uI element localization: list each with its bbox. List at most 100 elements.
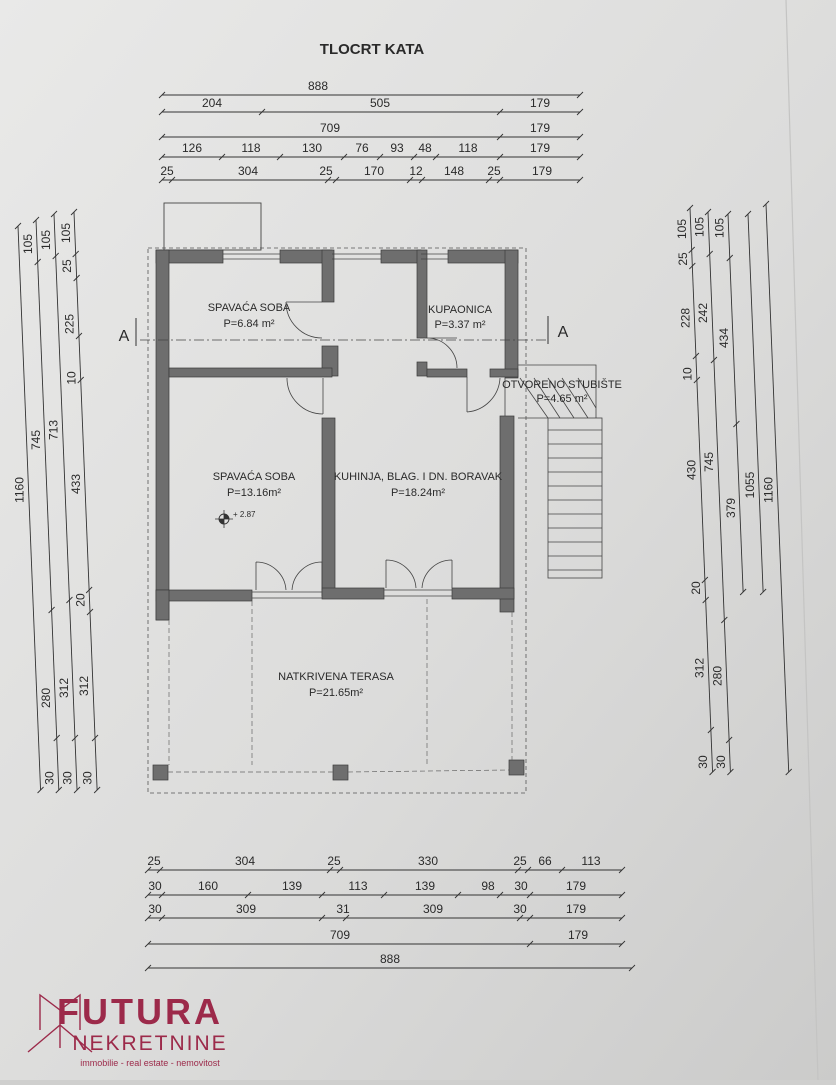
- dim-top-4-label-2: 25: [319, 164, 333, 178]
- dim-bottom-2-tick-1: [158, 914, 166, 922]
- dim-left-0-tick-1: [37, 786, 44, 794]
- dim-right-2-tick-2: [733, 420, 740, 428]
- dim-top-4-label-1: 304: [238, 164, 258, 178]
- dim-left-3-line: [73, 211, 98, 791]
- dim-top-2-tick-2: [576, 133, 584, 141]
- dim-right-0-label-2: 228: [678, 308, 692, 328]
- dim-bottom-1-tick-4: [380, 891, 388, 899]
- dim-top-4-label-4: 12: [409, 164, 423, 178]
- room-name-stairs: OTVORENO STUBIŠTE: [502, 378, 622, 391]
- dim-top-4-tick-0: [158, 176, 166, 184]
- dim-right-0-label-0: 105: [675, 219, 689, 239]
- dim-right-0-label-3: 10: [681, 367, 695, 381]
- dim-right-4-tick-1: [785, 768, 793, 776]
- dim-right-4-tick-0: [762, 200, 770, 208]
- dim-top-1-tick-0: [158, 108, 166, 116]
- dim-bottom-0-tick-2: [326, 866, 334, 874]
- dim-right-2-tick-0: [724, 210, 732, 218]
- dim-right-3-tick-1: [759, 588, 767, 596]
- dim-top-3-tick-6: [432, 153, 440, 161]
- plan-title: TLOCRT KATA: [320, 41, 425, 58]
- dim-right-0-line: [689, 207, 714, 773]
- dim-top-3-label-2: 130: [302, 141, 322, 155]
- dim-top-0-label-0: 888: [308, 79, 328, 93]
- dim-bottom-1-tick-6: [496, 891, 504, 899]
- dim-right-1-label-1: 242: [696, 303, 710, 323]
- room-area-stairs: P=4.65 m²: [536, 393, 587, 405]
- dim-left-2-label-0: 105: [39, 230, 53, 250]
- dim-bottom-2-tick-5: [526, 914, 534, 922]
- stairs: [518, 364, 603, 579]
- room-area-kitchen: P=18.24m²: [391, 487, 445, 499]
- dim-top-1-tick-2: [496, 108, 504, 116]
- dim-right-2-label-1: 434: [717, 328, 731, 348]
- dim-left-1-line: [35, 219, 60, 791]
- outline-dashed: [147, 247, 527, 794]
- dim-bottom-3-label-0: 709: [330, 928, 350, 942]
- dim-right-1-tick-5: [727, 768, 734, 776]
- logo-house-icon: [27, 993, 93, 1053]
- dim-top-3-tick-8: [576, 153, 584, 161]
- dim-bottom-0-label-4: 25: [513, 854, 527, 868]
- dim-top-3-label-3: 76: [355, 141, 369, 155]
- dim-right-1-tick-1: [706, 250, 713, 258]
- dim-right-0-label-5: 20: [689, 581, 703, 595]
- dim-top-4-tick-4: [406, 176, 414, 184]
- dim-left-2-tick-1: [52, 252, 59, 260]
- dim-bottom-0-tick-3: [336, 866, 344, 874]
- dim-bottom-2-label-2: 31: [336, 902, 350, 916]
- dim-bottom-0-label-1: 304: [235, 854, 255, 868]
- dim-bottom-2-label-1: 309: [236, 902, 256, 916]
- dim-left-2-tick-4: [73, 786, 81, 794]
- dim-top-3-label-1: 118: [241, 141, 260, 155]
- dim-right-2-line: [727, 213, 744, 593]
- dim-top-4-label-6: 25: [487, 164, 501, 178]
- dim-bottom-1-label-6: 30: [514, 879, 528, 893]
- dim-top-3-label-4: 93: [390, 141, 404, 155]
- windows: [223, 253, 506, 599]
- section-label-left: A: [119, 328, 130, 345]
- dim-top-1-tick-1: [258, 108, 266, 116]
- dim-left-3-label-2: 225: [62, 314, 76, 334]
- dim-bottom-3-label-1: 179: [568, 928, 588, 942]
- dim-bottom-1-label-5: 98: [481, 879, 495, 893]
- dim-right-1-tick-0: [704, 208, 712, 216]
- dim-right-0-tick-0: [686, 204, 694, 212]
- brand-logo: FUTURA NEKRETNINE immobilie - real estat…: [27, 991, 227, 1068]
- dim-left-3-label-0: 105: [59, 223, 73, 243]
- dim-bottom-0-tick-1: [156, 866, 164, 874]
- dim-top-1-label-2: 179: [530, 96, 550, 110]
- dim-top-2-tick-0: [158, 133, 166, 141]
- dim-right-1-label-3: 280: [711, 666, 725, 686]
- dim-left-3-label-5: 20: [74, 593, 88, 607]
- dim-bottom-2-tick-0: [144, 914, 152, 922]
- dim-top-3-tick-4: [376, 153, 384, 161]
- dim-top-4-tick-6: [485, 176, 493, 184]
- dim-bottom-2-tick-3: [342, 914, 350, 922]
- dim-bottom-0-label-5: 66: [538, 854, 552, 868]
- dim-bottom-0-tick-5: [524, 866, 532, 874]
- dim-top-4-tick-5: [418, 176, 426, 184]
- dim-top-1-label-0: 204: [202, 96, 222, 110]
- terrace-lines: [168, 599, 513, 773]
- dim-right-1-label-2: 745: [702, 452, 716, 472]
- dim-right-2-tick-1: [726, 254, 734, 262]
- dim-top-1-label-1: 505: [370, 96, 390, 110]
- dim-left-3-tick-2: [73, 274, 80, 282]
- dim-bottom-0-label-3: 330: [418, 854, 438, 868]
- logo-subtitle: NEKRETNINE: [72, 1032, 227, 1055]
- dim-bottom-2-label-5: 179: [566, 902, 586, 916]
- section-label-right: A: [558, 324, 569, 341]
- dim-left-1-tick-3: [53, 734, 61, 742]
- dim-right-3-line: [747, 213, 764, 593]
- dim-bottom-0-tick-6: [558, 866, 566, 874]
- dim-bottom-1-tick-0: [144, 891, 152, 899]
- dim-top-3-label-7: 179: [530, 141, 550, 155]
- dim-left-0-line: [17, 225, 42, 791]
- dim-top-3-tick-1: [218, 153, 226, 161]
- dim-left-3-label-3: 10: [65, 371, 79, 385]
- dim-bottom-0-label-0: 25: [147, 854, 161, 868]
- dim-bottom-1-label-3: 113: [348, 879, 367, 893]
- dim-right-3-tick-0: [744, 210, 752, 218]
